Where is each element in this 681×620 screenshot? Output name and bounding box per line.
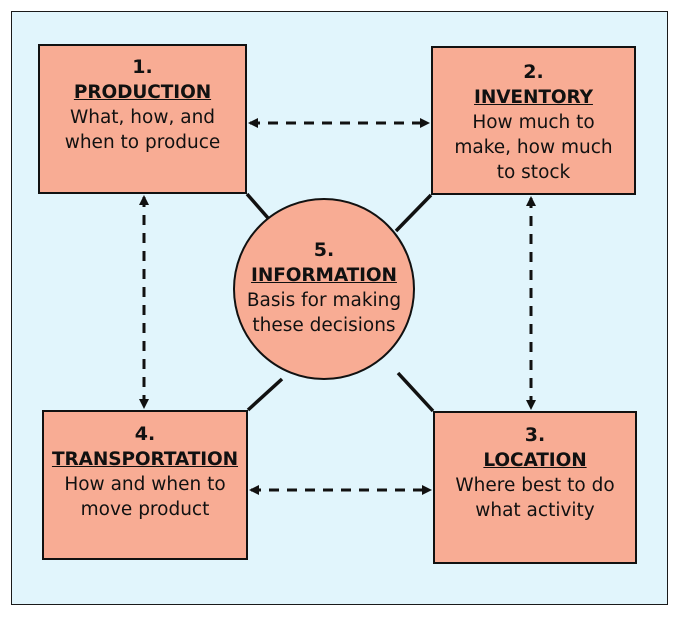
- node-number: 1.: [132, 56, 153, 78]
- node-desc-line: when to produce: [64, 132, 221, 153]
- node-desc-line: How and when to: [64, 474, 226, 495]
- node-title: INVENTORY: [474, 87, 593, 108]
- node-desc-line: to stock: [496, 162, 571, 183]
- node-title: PRODUCTION: [73, 82, 212, 103]
- node-information: 5. INFORMATION Basis for making these de…: [233, 198, 415, 380]
- node-desc-line: move product: [80, 499, 210, 520]
- node-desc-line: what activity: [475, 500, 595, 521]
- node-desc-line: make, how much: [454, 137, 613, 158]
- node-number: 4.: [134, 423, 156, 445]
- node-production: 1. PRODUCTION What, how, and when to pro…: [38, 44, 247, 194]
- node-title: INFORMATION: [251, 265, 397, 286]
- node-desc-line: Where best to do: [455, 475, 615, 496]
- node-desc-line: these decisions: [252, 315, 396, 336]
- spoke-transportation: [246, 377, 284, 412]
- spoke-location: [396, 371, 435, 413]
- node-location: 3. LOCATION Where best to do what activi…: [433, 411, 637, 564]
- spoke-inventory: [394, 193, 433, 233]
- node-number: 3.: [524, 424, 546, 446]
- node-desc-line: Basis for making: [246, 290, 402, 311]
- node-number: 5.: [313, 239, 335, 261]
- node-inventory: 2. INVENTORY How much to make, how much …: [431, 46, 636, 195]
- node-desc-line: How much to: [472, 112, 595, 133]
- node-number: 2.: [523, 61, 544, 83]
- node-title: TRANSPORTATION: [51, 449, 239, 470]
- node-title: LOCATION: [483, 450, 587, 471]
- node-transportation: 4. TRANSPORTATION How and when to move p…: [42, 410, 248, 560]
- node-desc-line: What, how, and: [69, 107, 216, 128]
